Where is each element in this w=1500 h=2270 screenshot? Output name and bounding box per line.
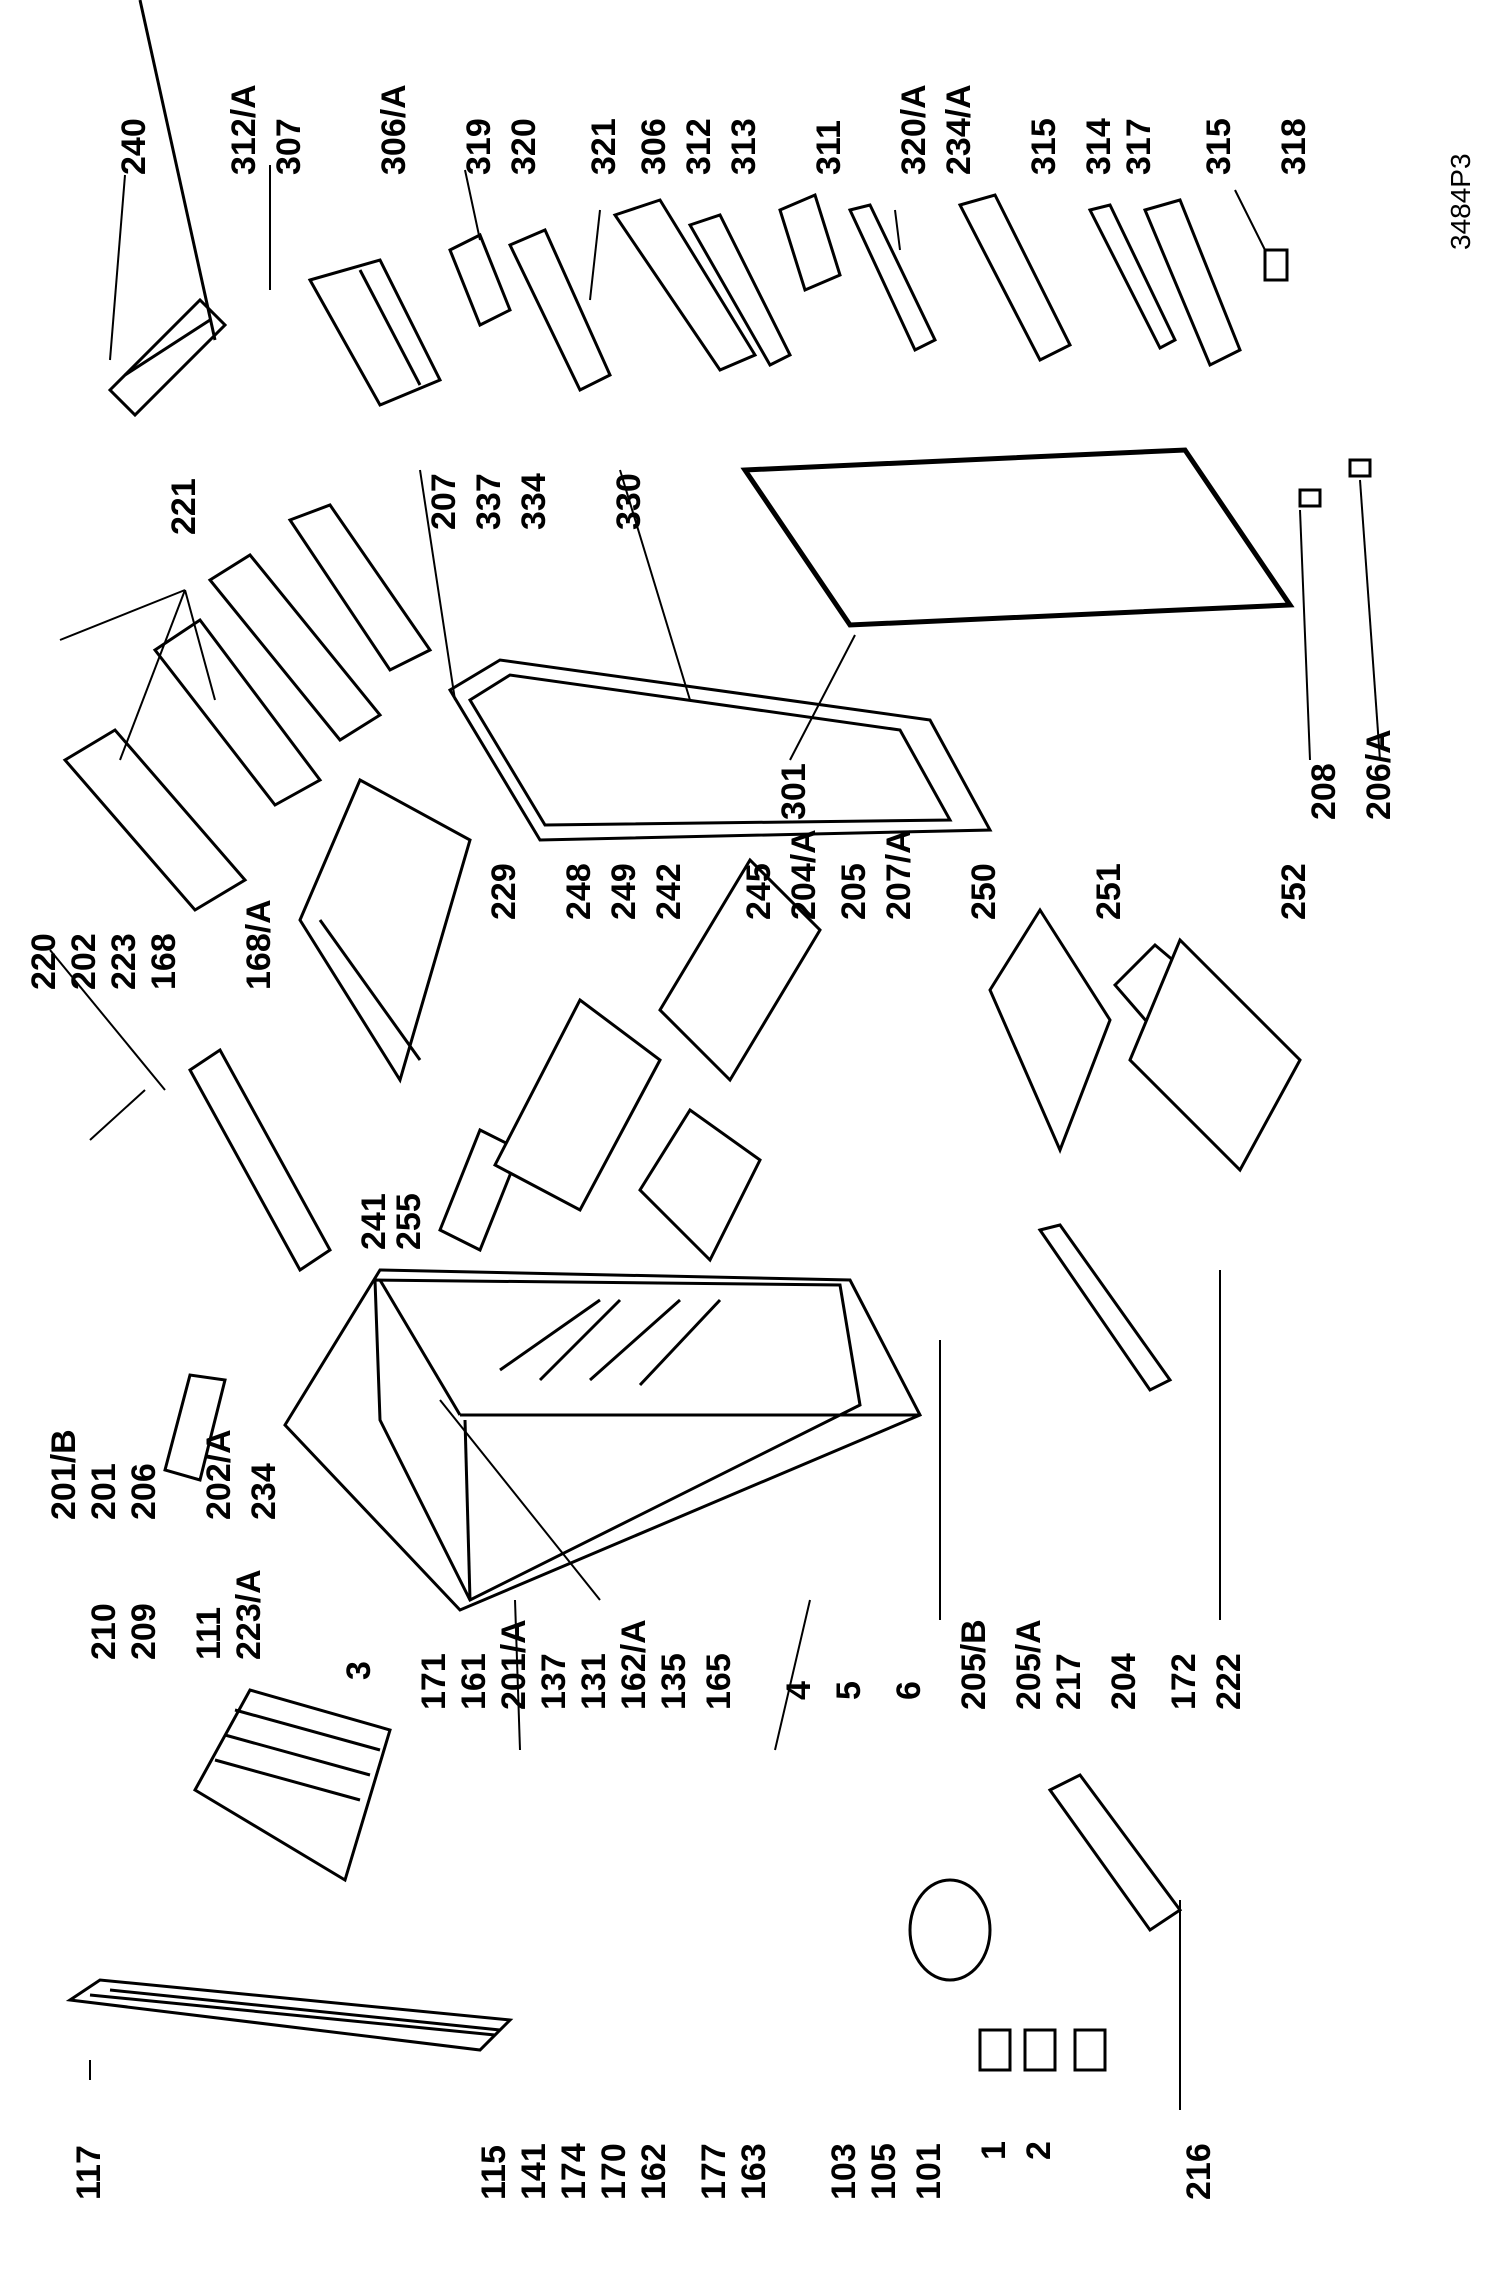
part-label-255: 255 bbox=[390, 1193, 428, 1250]
part-label-221: 221 bbox=[165, 478, 203, 535]
part-label-165: 165 bbox=[700, 1653, 738, 1710]
part-label-170: 170 bbox=[595, 2143, 633, 2200]
part-label-4: 4 bbox=[780, 1681, 818, 1700]
part-label-1: 1 bbox=[975, 2141, 1013, 2160]
part-label-318: 318 bbox=[1275, 118, 1313, 175]
part-label-135: 135 bbox=[655, 1653, 693, 1710]
part-label-241: 241 bbox=[355, 1193, 393, 1250]
part-labels: 240 312/A 307 306/A 319 320 321 306 312 … bbox=[25, 84, 1476, 2200]
part-label-115: 115 bbox=[475, 2145, 513, 2200]
part-label-117: 117 bbox=[70, 2145, 108, 2200]
part-label-306: 306 bbox=[635, 118, 673, 175]
part-label-131: 131 bbox=[575, 1653, 613, 1710]
part-label-205-b: 205/B bbox=[955, 1619, 993, 1710]
part-label-314: 314 bbox=[1080, 118, 1118, 175]
part-label-337: 337 bbox=[470, 473, 508, 530]
part-label-205-a: 205/A bbox=[1010, 1619, 1048, 1710]
part-label-201-a: 201/A bbox=[495, 1619, 533, 1710]
part-label-301: 301 bbox=[775, 763, 813, 820]
part-label-313: 313 bbox=[725, 118, 763, 175]
part-label-202: 202 bbox=[65, 933, 103, 990]
part-label-172: 172 bbox=[1165, 1653, 1203, 1710]
part-label-204: 204 bbox=[1105, 1653, 1143, 1710]
part-label-240: 240 bbox=[115, 118, 153, 175]
part-label-311: 311 bbox=[810, 120, 848, 175]
part-label-202-a: 202/A bbox=[200, 1429, 238, 1520]
part-label-162: 162 bbox=[635, 2143, 673, 2200]
parts-art bbox=[59, 0, 1372, 2072]
part-label-242: 242 bbox=[650, 863, 688, 920]
part-label-307: 307 bbox=[270, 118, 308, 175]
part-label-206-a: 206/A bbox=[1360, 729, 1398, 820]
part-label-101: 101 bbox=[910, 2143, 948, 2200]
part-label-171: 171 bbox=[415, 1653, 453, 1710]
part-label-204-a: 204/A bbox=[785, 829, 823, 920]
part-label-217: 217 bbox=[1050, 1653, 1088, 1710]
part-label-103: 103 bbox=[825, 2143, 863, 2200]
part-label-161: 161 bbox=[455, 1653, 493, 1710]
part-label-252: 252 bbox=[1275, 863, 1313, 920]
leader-lines bbox=[49, 165, 1381, 2110]
part-label-141: 141 bbox=[515, 2143, 553, 2200]
part-label-111: 111 bbox=[190, 1607, 228, 1660]
part-label-177: 177 bbox=[695, 2143, 733, 2200]
part-label-251: 251 bbox=[1090, 863, 1128, 920]
part-label-312-a: 312/A bbox=[225, 84, 263, 175]
part-label-216: 216 bbox=[1180, 2143, 1218, 2200]
part-label-320: 320 bbox=[505, 118, 543, 175]
part-label-330: 330 bbox=[610, 473, 648, 530]
part-label-321: 321 bbox=[585, 118, 623, 175]
part-label-105: 105 bbox=[865, 2143, 903, 2200]
part-label-306-a: 306/A bbox=[375, 84, 413, 175]
part-label-319: 319 bbox=[460, 118, 498, 175]
part-label-209: 209 bbox=[125, 1603, 163, 1660]
part-label-223: 223 bbox=[105, 933, 143, 990]
part-label-220: 220 bbox=[25, 933, 63, 990]
part-label-174: 174 bbox=[555, 2143, 593, 2200]
part-label-234: 234 bbox=[245, 1463, 283, 1520]
part-label-315: 315 bbox=[1025, 118, 1063, 175]
part-label-168-a: 168/A bbox=[240, 899, 278, 990]
part-label-223-a: 223/A bbox=[230, 1569, 268, 1660]
part-label-2: 2 bbox=[1020, 2141, 1058, 2160]
part-label-206: 206 bbox=[125, 1463, 163, 1520]
part-label-234-a: 234/A bbox=[940, 84, 978, 175]
part-label-207-a: 207/A bbox=[880, 829, 918, 920]
part-label-137: 137 bbox=[535, 1653, 573, 1710]
part-label-162-a: 162/A bbox=[615, 1619, 653, 1710]
ice-tray-part bbox=[107, 0, 228, 418]
part-label-3: 3 bbox=[340, 1661, 378, 1680]
part-label-210: 210 bbox=[85, 1603, 123, 1660]
part-label-334: 334 bbox=[515, 473, 553, 530]
part-label-312: 312 bbox=[680, 118, 718, 175]
part-label-245: 245 bbox=[740, 863, 778, 920]
part-label-163: 163 bbox=[735, 2143, 773, 2200]
drawing-code: 3484P3 bbox=[1445, 153, 1476, 250]
part-label-5: 5 bbox=[830, 1681, 868, 1700]
part-label-317: 317 bbox=[1120, 118, 1158, 175]
part-label-6: 6 bbox=[890, 1681, 928, 1700]
part-label-249: 249 bbox=[605, 863, 643, 920]
part-label-250: 250 bbox=[965, 863, 1003, 920]
part-label-207: 207 bbox=[425, 473, 463, 530]
part-label-315-b: 315 bbox=[1200, 118, 1238, 175]
part-label-229: 229 bbox=[485, 863, 523, 920]
part-label-168: 168 bbox=[145, 933, 183, 990]
part-label-222: 222 bbox=[1210, 1653, 1248, 1710]
part-label-248: 248 bbox=[560, 863, 598, 920]
cabinet-body-part bbox=[283, 1268, 923, 1612]
part-label-320-a: 320/A bbox=[895, 84, 933, 175]
part-label-208: 208 bbox=[1305, 763, 1343, 820]
part-label-201: 201 bbox=[85, 1463, 123, 1520]
part-label-205: 205 bbox=[835, 863, 873, 920]
part-label-201-b: 201/B bbox=[45, 1429, 83, 1520]
